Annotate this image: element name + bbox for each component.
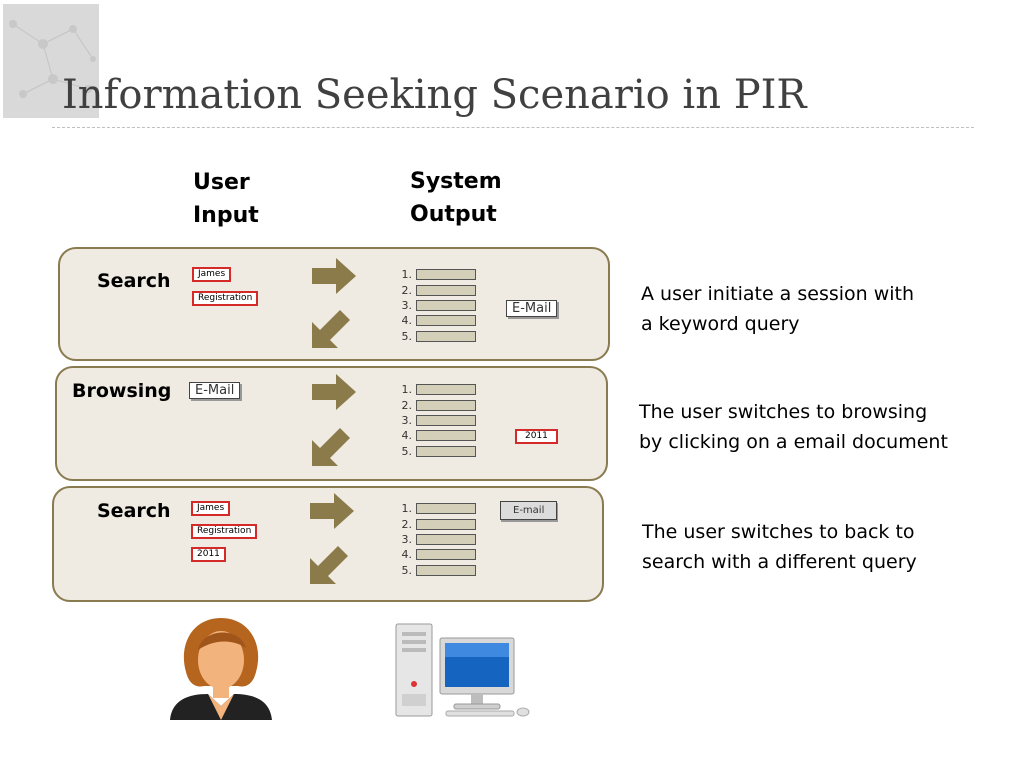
result-bar — [416, 399, 476, 411]
email-document: E-Mail — [506, 300, 558, 317]
stage-note-line: by clicking on a email document — [639, 431, 948, 453]
email-document: E-mail — [500, 501, 558, 520]
result-bar — [416, 564, 476, 576]
query-term-chip: James — [191, 501, 231, 516]
molecule-pattern-icon — [9, 20, 96, 98]
rank-number: 4. — [401, 314, 413, 328]
rank-number: 3. — [401, 413, 413, 427]
result-row: 3. — [396, 532, 496, 547]
result-row: 4. — [396, 313, 496, 328]
rank-number: 2. — [401, 283, 413, 297]
result-row: 5. — [396, 563, 496, 578]
result-row: 1. — [396, 501, 496, 516]
rank-number: 4. — [401, 429, 413, 443]
result-row: 1. — [396, 382, 496, 397]
rank-number: 4. — [401, 548, 413, 562]
stage-label: Search — [97, 270, 171, 292]
arrow-down-left-icon — [312, 310, 350, 348]
result-bar — [416, 533, 476, 545]
result-list: 1. 2. 3. 4. 5. — [396, 267, 496, 344]
stage-note-line: A user initiate a session with — [641, 283, 915, 305]
result-bar — [416, 269, 476, 281]
result-bar — [416, 284, 476, 296]
rank-number: 5. — [401, 329, 413, 343]
corner-decoration — [3, 4, 99, 118]
result-bar — [416, 430, 476, 442]
result-row: 2. — [396, 282, 496, 297]
title-divider — [52, 127, 974, 128]
result-bar — [416, 503, 476, 515]
rank-number: 5. — [401, 563, 413, 577]
user-input-header-line: Input — [193, 203, 259, 228]
result-row: 4. — [396, 428, 496, 443]
stage-note-line: The user switches to back to — [642, 521, 915, 543]
result-row: 3. — [396, 413, 496, 428]
user-input-header: User Input — [193, 166, 259, 232]
result-row: 3. — [396, 298, 496, 313]
rank-number: 2. — [401, 398, 413, 412]
arrow-right-icon — [310, 493, 354, 529]
query-term-chip: Registration — [191, 524, 258, 539]
result-row: 1. — [396, 267, 496, 282]
rank-number: 5. — [401, 444, 413, 458]
stage-note: The user switches to browsing by clickin… — [639, 397, 948, 457]
system-output-header: System Output — [410, 165, 502, 231]
email-document: E-Mail — [189, 382, 241, 399]
system-output-header-line: Output — [410, 202, 497, 227]
stage-note: The user switches to back to search with… — [642, 517, 917, 577]
rank-number: 1. — [401, 502, 413, 516]
stage-label: Search — [97, 500, 171, 522]
desktop-computer-icon — [395, 623, 530, 717]
result-row: 4. — [396, 547, 496, 562]
date-term-chip: 2011 — [515, 429, 558, 444]
result-bar — [416, 315, 476, 327]
result-row: 2. — [396, 516, 496, 531]
query-term-chip: 2011 — [191, 547, 226, 562]
stage-note-line: The user switches to browsing — [639, 401, 928, 423]
result-bar — [416, 414, 476, 426]
result-bar — [416, 445, 476, 457]
user-input-header-line: User — [193, 170, 250, 195]
result-bar — [416, 299, 476, 311]
query-term-chip: Registration — [192, 291, 259, 306]
result-row: 5. — [396, 444, 496, 459]
rank-number: 3. — [401, 298, 413, 312]
result-list: 1. 2. 3. 4. 5. — [396, 501, 496, 578]
result-row: 5. — [396, 329, 496, 344]
arrow-down-left-icon — [312, 428, 350, 466]
query-term-chip: James — [192, 267, 232, 282]
system-output-header-line: System — [410, 169, 502, 194]
stage-note-line: search with a different query — [642, 551, 917, 573]
result-list: 1. 2. 3. 4. 5. — [396, 382, 496, 459]
woman-avatar-icon — [170, 618, 272, 720]
result-bar — [416, 549, 476, 561]
stage-label: Browsing — [72, 380, 172, 402]
result-bar — [416, 384, 476, 396]
rank-number: 2. — [401, 517, 413, 531]
result-bar — [416, 330, 476, 342]
arrow-down-left-icon — [310, 546, 348, 584]
slide-title: Information Seeking Scenario in PIR — [62, 72, 807, 118]
rank-number: 1. — [401, 383, 413, 397]
arrow-right-icon — [312, 374, 356, 410]
stage-note-line: a keyword query — [641, 313, 800, 335]
result-row: 2. — [396, 397, 496, 412]
rank-number: 1. — [401, 268, 413, 282]
stage-note: A user initiate a session with a keyword… — [641, 279, 914, 339]
arrow-right-icon — [312, 258, 356, 294]
rank-number: 3. — [401, 532, 413, 546]
result-bar — [416, 518, 476, 530]
